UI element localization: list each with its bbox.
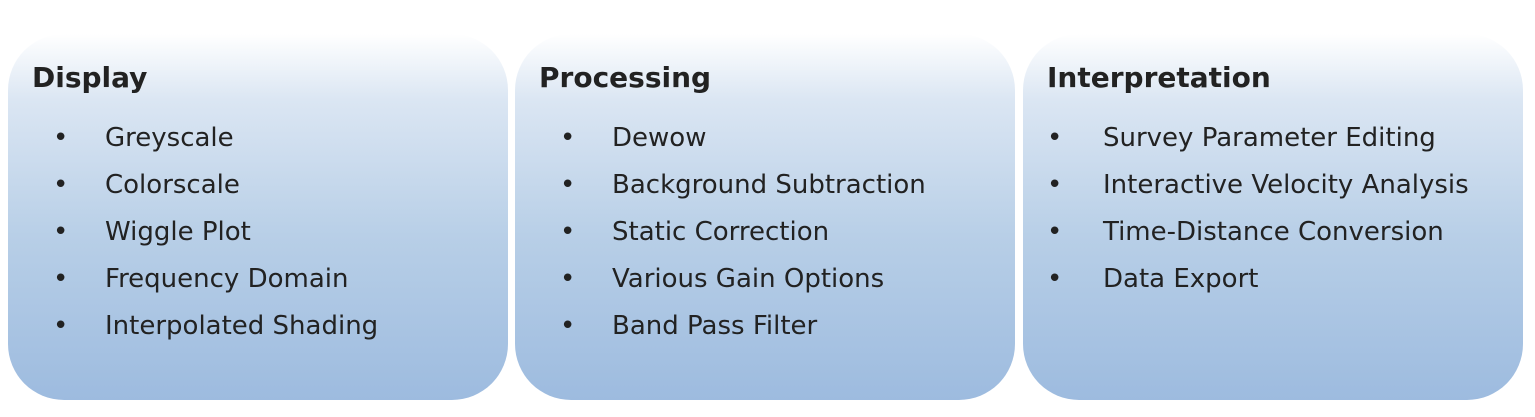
list-item-label: Background Subtraction	[612, 170, 926, 200]
list-item: • Static Correction	[515, 212, 1015, 259]
list-item: • Data Export	[1023, 259, 1523, 306]
bullet-icon: •	[1047, 170, 1063, 200]
display-panel: Display • Greyscale • Colorscale • Wiggle P…	[8, 34, 508, 400]
list-item-label: Survey Parameter Editing	[1103, 123, 1436, 153]
list-item-label: Frequency Domain	[105, 264, 349, 294]
processing-feature-list: • Dewow • Background Subtraction • Static C…	[515, 118, 1015, 353]
list-item-label: Various Gain Options	[612, 264, 885, 294]
bullet-icon: •	[560, 217, 576, 247]
processing-panel: Processing • Dewow • Background Subtractio…	[515, 34, 1015, 400]
list-item: • Various Gain Options	[515, 259, 1015, 306]
bullet-icon: •	[1047, 123, 1063, 153]
bullet-icon: •	[560, 170, 576, 200]
list-item: • Wiggle Plot	[8, 212, 508, 259]
list-item: • Greyscale	[8, 118, 508, 165]
list-item: • Interactive Velocity Analysis	[1023, 165, 1523, 212]
list-item-label: Dewow	[612, 123, 707, 153]
list-item-label: Colorscale	[105, 170, 240, 200]
bullet-icon: •	[53, 311, 69, 341]
list-item-label: Interpolated Shading	[105, 311, 379, 341]
list-item: • Survey Parameter Editing	[1023, 118, 1523, 165]
bullet-icon: •	[53, 264, 69, 294]
interpretation-panel-title: Interpretation	[1047, 61, 1271, 94]
list-item: • Interpolated Shading	[8, 306, 508, 353]
bullet-icon: •	[560, 264, 576, 294]
list-item-label: Greyscale	[105, 123, 234, 153]
list-item: • Background Subtraction	[515, 165, 1015, 212]
interpretation-feature-list: • Survey Parameter Editing • Interactive V…	[1023, 118, 1523, 306]
bullet-icon: •	[53, 170, 69, 200]
bullet-icon: •	[1047, 217, 1063, 247]
list-item-label: Band Pass Filter	[612, 311, 818, 341]
list-item-label: Interactive Velocity Analysis	[1103, 170, 1469, 200]
list-item: • Time-Distance Conversion	[1023, 212, 1523, 259]
bullet-icon: •	[560, 123, 576, 153]
bullet-icon: •	[1047, 264, 1063, 294]
list-item-label: Data Export	[1103, 264, 1259, 294]
interpretation-panel: Interpretation • Survey Parameter Editing…	[1023, 34, 1523, 400]
processing-panel-title: Processing	[539, 61, 712, 94]
bullet-icon: •	[53, 217, 69, 247]
list-item: • Band Pass Filter	[515, 306, 1015, 353]
list-item-label: Wiggle Plot	[105, 217, 251, 247]
bullet-icon: •	[53, 123, 69, 153]
list-item: • Dewow	[515, 118, 1015, 165]
list-item: • Frequency Domain	[8, 259, 508, 306]
list-item-label: Time-Distance Conversion	[1103, 217, 1444, 247]
display-panel-title: Display	[32, 61, 148, 94]
list-item: • Colorscale	[8, 165, 508, 212]
bullet-icon: •	[560, 311, 576, 341]
display-feature-list: • Greyscale • Colorscale • Wiggle Plot • Fre…	[8, 118, 508, 353]
list-item-label: Static Correction	[612, 217, 830, 247]
